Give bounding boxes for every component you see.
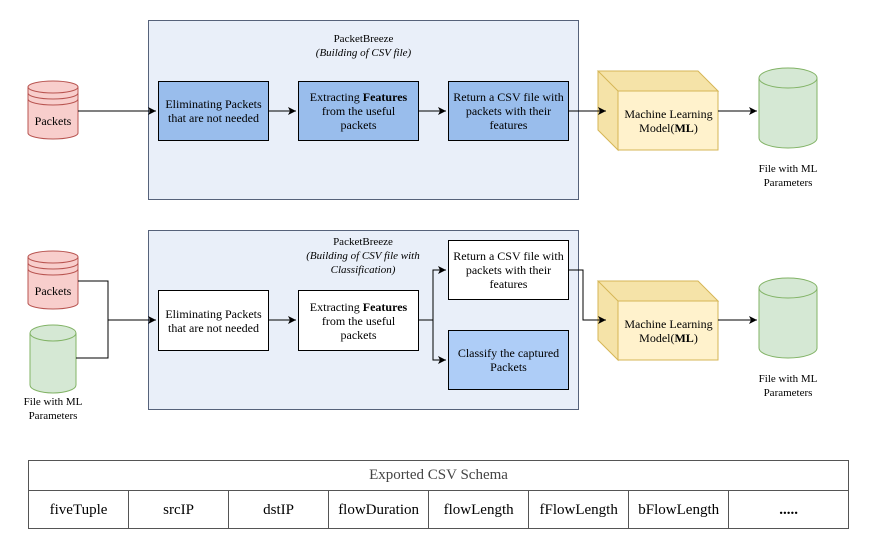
csv-schema-table: Exported CSV Schema fiveTuple srcIP dstI…	[28, 460, 849, 529]
bottom-packets-database-icon	[27, 250, 79, 310]
bottom-step-return-csv: Return a CSV file with packets with thei…	[448, 240, 569, 300]
top-packets-label: Packets	[35, 114, 72, 128]
schema-column: fFlowLength	[529, 491, 630, 529]
top-panel-title-group: PacketBreeze (Building of CSV file)	[148, 32, 579, 60]
bottom-ml-params-database-icon	[29, 324, 77, 394]
bottom-panel-subtitle: (Building of CSV file with Classificatio…	[306, 250, 420, 276]
top-step-eliminate: Eliminating Packets that are not needed	[158, 81, 269, 141]
schema-column-ellipsis: .....	[779, 501, 798, 518]
schema-column: flowLength	[429, 491, 530, 529]
bottom-output-database-icon	[758, 277, 818, 359]
schema-column: dstIP	[229, 491, 330, 529]
bottom-panel-title-group: PacketBreeze (Building of CSV file with …	[288, 235, 438, 277]
top-extract-bold: Features	[362, 90, 408, 104]
bottom-step-classify: Classify the captured Packets	[448, 330, 569, 390]
top-extract-pre: Extracting	[309, 90, 363, 104]
bottom-ml-pre: Machine Learning Model(	[624, 317, 713, 345]
top-ml-post: )	[693, 121, 698, 135]
bottom-extract-post: from the useful packets	[321, 313, 396, 342]
top-output-database-icon	[758, 67, 818, 149]
arrow-bottom-3b	[432, 320, 446, 364]
bottom-step-eliminate: Eliminating Packets that are not needed	[158, 290, 269, 351]
bottom-packets-label: Packets	[35, 284, 72, 298]
csv-schema-columns: fiveTuple srcIP dstIP flowDuration flowL…	[29, 491, 848, 529]
schema-column: bFlowLength	[629, 491, 730, 529]
csv-schema-title: Exported CSV Schema	[29, 461, 848, 491]
bottom-extract-bold: Features	[362, 299, 408, 314]
top-step-return-csv: Return a CSV file with packets with thei…	[448, 81, 569, 141]
top-packets-database-icon	[27, 80, 79, 140]
arrow-bottom-4	[568, 269, 606, 324]
bottom-ml-model-cube-icon	[596, 280, 720, 362]
connector-packets	[78, 280, 109, 320]
top-ml-model-cube-icon	[596, 70, 720, 152]
bottom-params-label: File with ML Parameters	[23, 396, 83, 422]
top-output-label: File with ML Parameters	[758, 163, 818, 189]
schema-column: srcIP	[129, 491, 230, 529]
top-ml-bold: ML	[674, 121, 694, 135]
bottom-panel-title: PacketBreeze	[333, 236, 393, 248]
top-step-extract: Extracting Features from the useful pack…	[298, 81, 419, 141]
bottom-ml-model-label: Machine Learning Model(ML)	[618, 301, 719, 361]
top-extract-post: from the useful packets	[321, 104, 396, 132]
bottom-ml-bold: ML	[674, 331, 694, 345]
connector-params	[76, 320, 109, 359]
schema-column: flowDuration	[329, 491, 430, 529]
top-panel-title: PacketBreeze	[333, 33, 394, 45]
bottom-ml-post: )	[693, 331, 698, 345]
bottom-extract-pre: Extracting	[309, 299, 363, 314]
bottom-step-extract: Extracting Features from the useful pack…	[298, 290, 419, 351]
top-ml-pre: Machine Learning Model(	[624, 107, 713, 135]
arrow-bottom-3a	[418, 266, 446, 321]
bottom-output-label: File with ML Parameters	[758, 373, 818, 399]
schema-column: fiveTuple	[29, 491, 130, 529]
top-panel-subtitle: (Building of CSV file)	[315, 47, 412, 59]
top-ml-model-label: Machine Learning Model(ML)	[618, 91, 719, 151]
